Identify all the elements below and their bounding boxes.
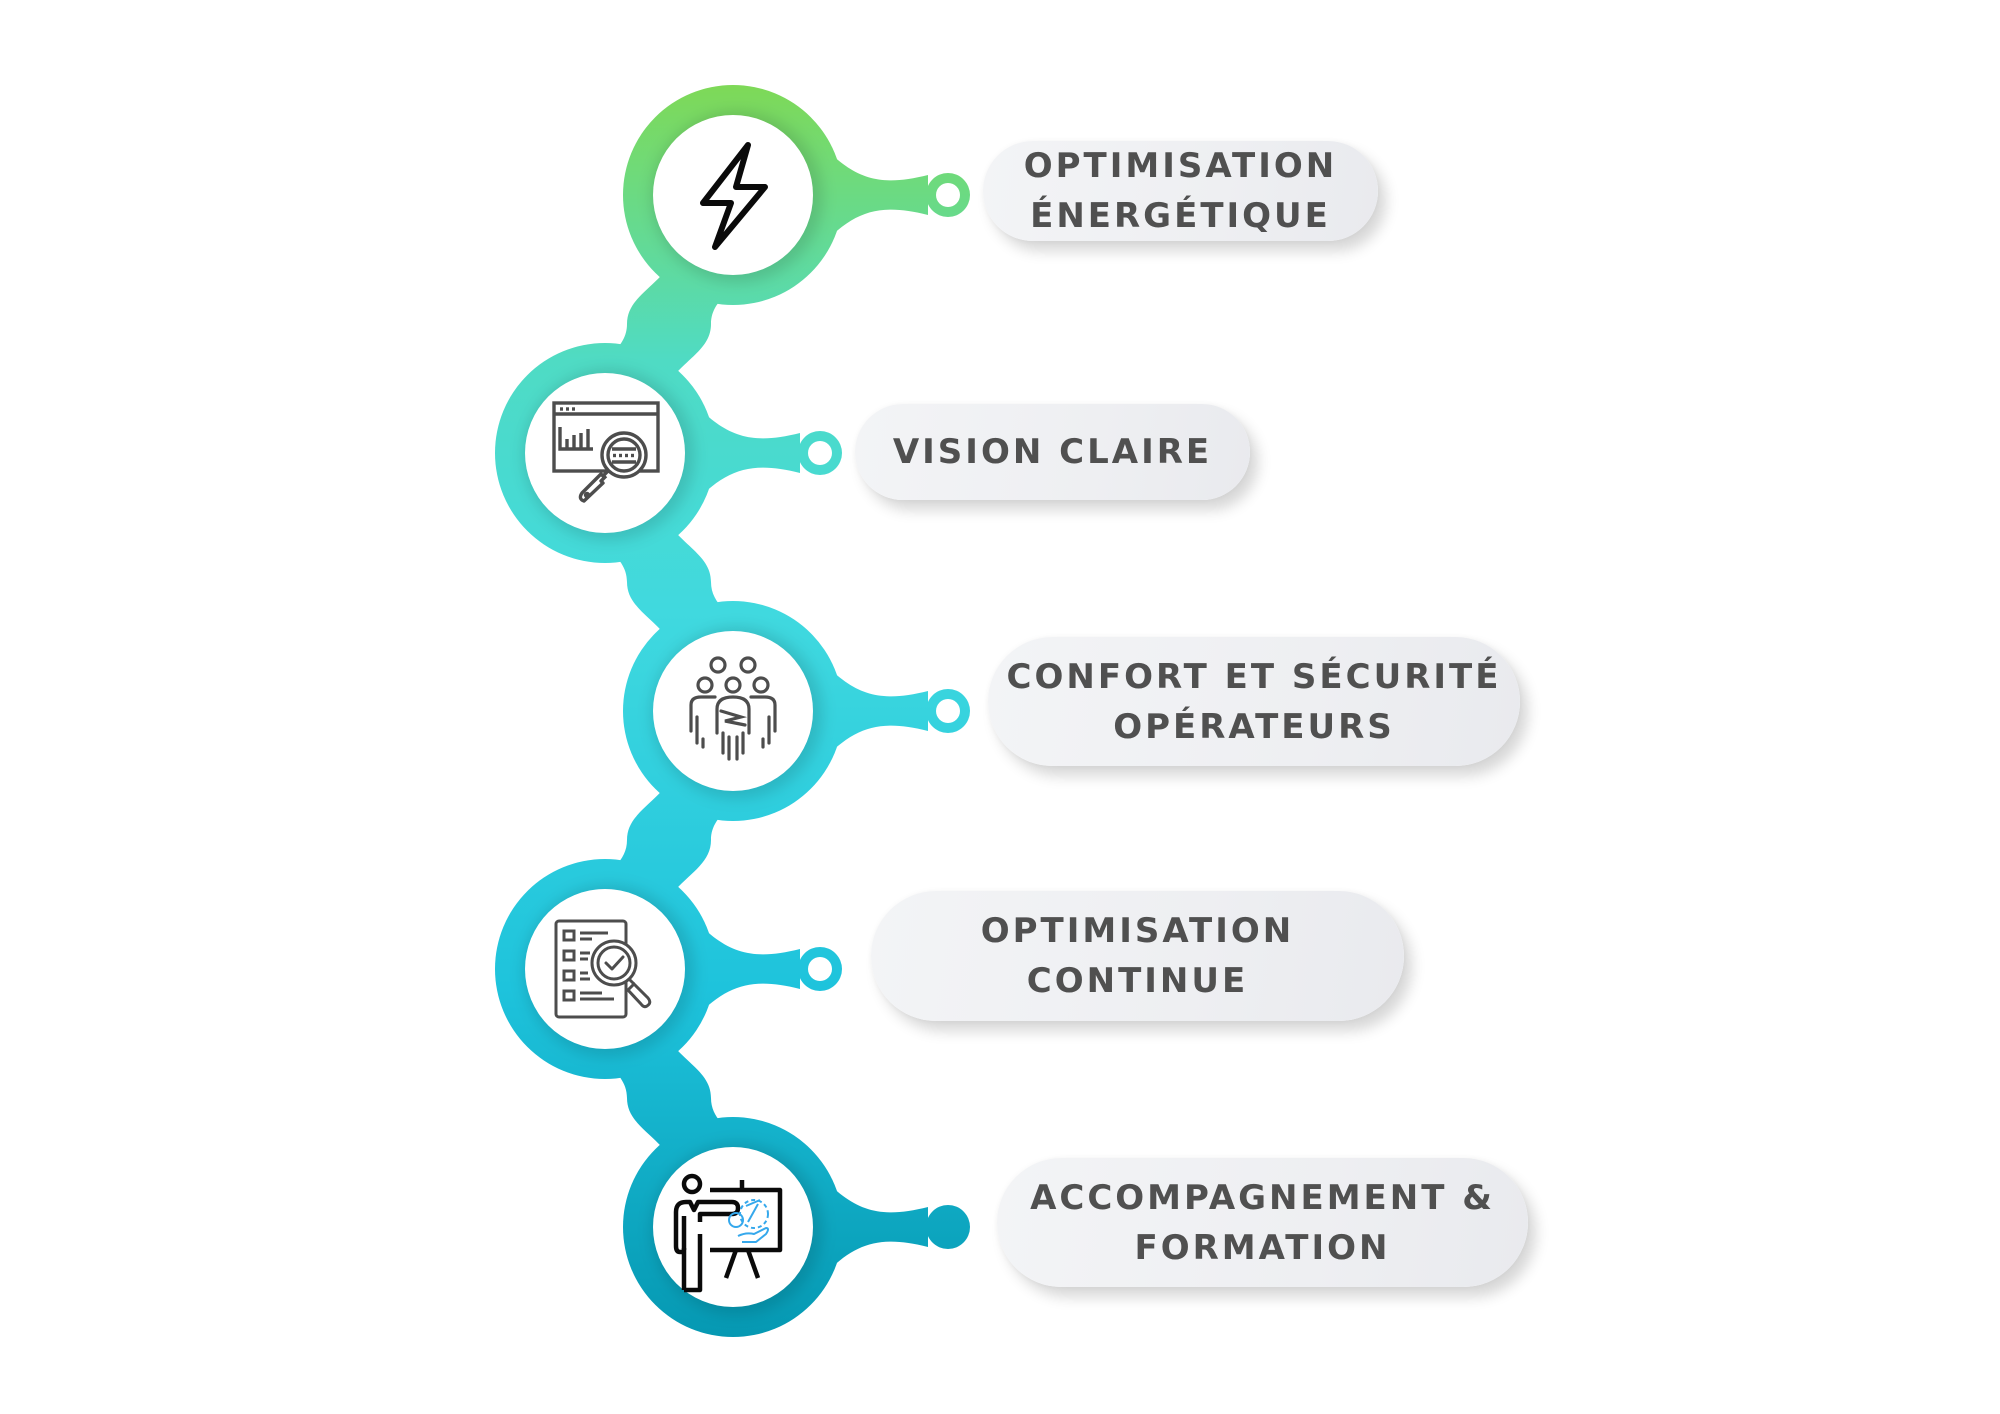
checklist-magnifier-icon bbox=[548, 915, 663, 1025]
step-label-5-line-2: FORMATION bbox=[1134, 1227, 1391, 1268]
connector-end bbox=[926, 1205, 970, 1249]
node-center bbox=[653, 115, 813, 275]
connector-ring-hole bbox=[808, 957, 832, 981]
step-label-1: OPTIMISATION ÉNERGÉTIQUE bbox=[983, 141, 1378, 241]
step-label-3-line-1: CONFORT ET SÉCURITÉ bbox=[1006, 656, 1502, 697]
step-label-3: CONFORT ET SÉCURITÉ OPÉRATEURS bbox=[988, 637, 1520, 766]
step-label-1-line-2: ÉNERGÉTIQUE bbox=[1030, 196, 1331, 236]
team-people-icon bbox=[683, 655, 783, 765]
step-label-2-line-1: VISION CLAIRE bbox=[892, 432, 1213, 472]
step-label-1-line-1: OPTIMISATION bbox=[1023, 146, 1338, 186]
gear-hand-icon bbox=[728, 1199, 769, 1243]
connector-ring-hole bbox=[808, 441, 832, 465]
step-label-4-line-1: OPTIMISATION bbox=[980, 911, 1295, 951]
step-label-4-line-2: CONTINUE bbox=[1026, 961, 1249, 1001]
connector-ring-hole bbox=[936, 699, 960, 723]
step-label-3-line-2: OPÉRATEURS bbox=[1113, 706, 1395, 747]
presenter-board-icon bbox=[672, 1170, 797, 1293]
node-center bbox=[653, 631, 813, 791]
step-label-5: ACCOMPAGNEMENT & FORMATION bbox=[997, 1158, 1528, 1287]
step-label-2: VISION CLAIRE bbox=[855, 404, 1250, 500]
lightning-bolt-icon bbox=[673, 135, 793, 255]
dashboard-magnifier-icon bbox=[548, 395, 663, 510]
step-label-5-line-1: ACCOMPAGNEMENT & bbox=[1030, 1177, 1495, 1218]
connector-ring-hole bbox=[936, 183, 960, 207]
step-label-4: OPTIMISATION CONTINUE bbox=[871, 891, 1404, 1021]
chain-nodes bbox=[495, 85, 970, 1337]
